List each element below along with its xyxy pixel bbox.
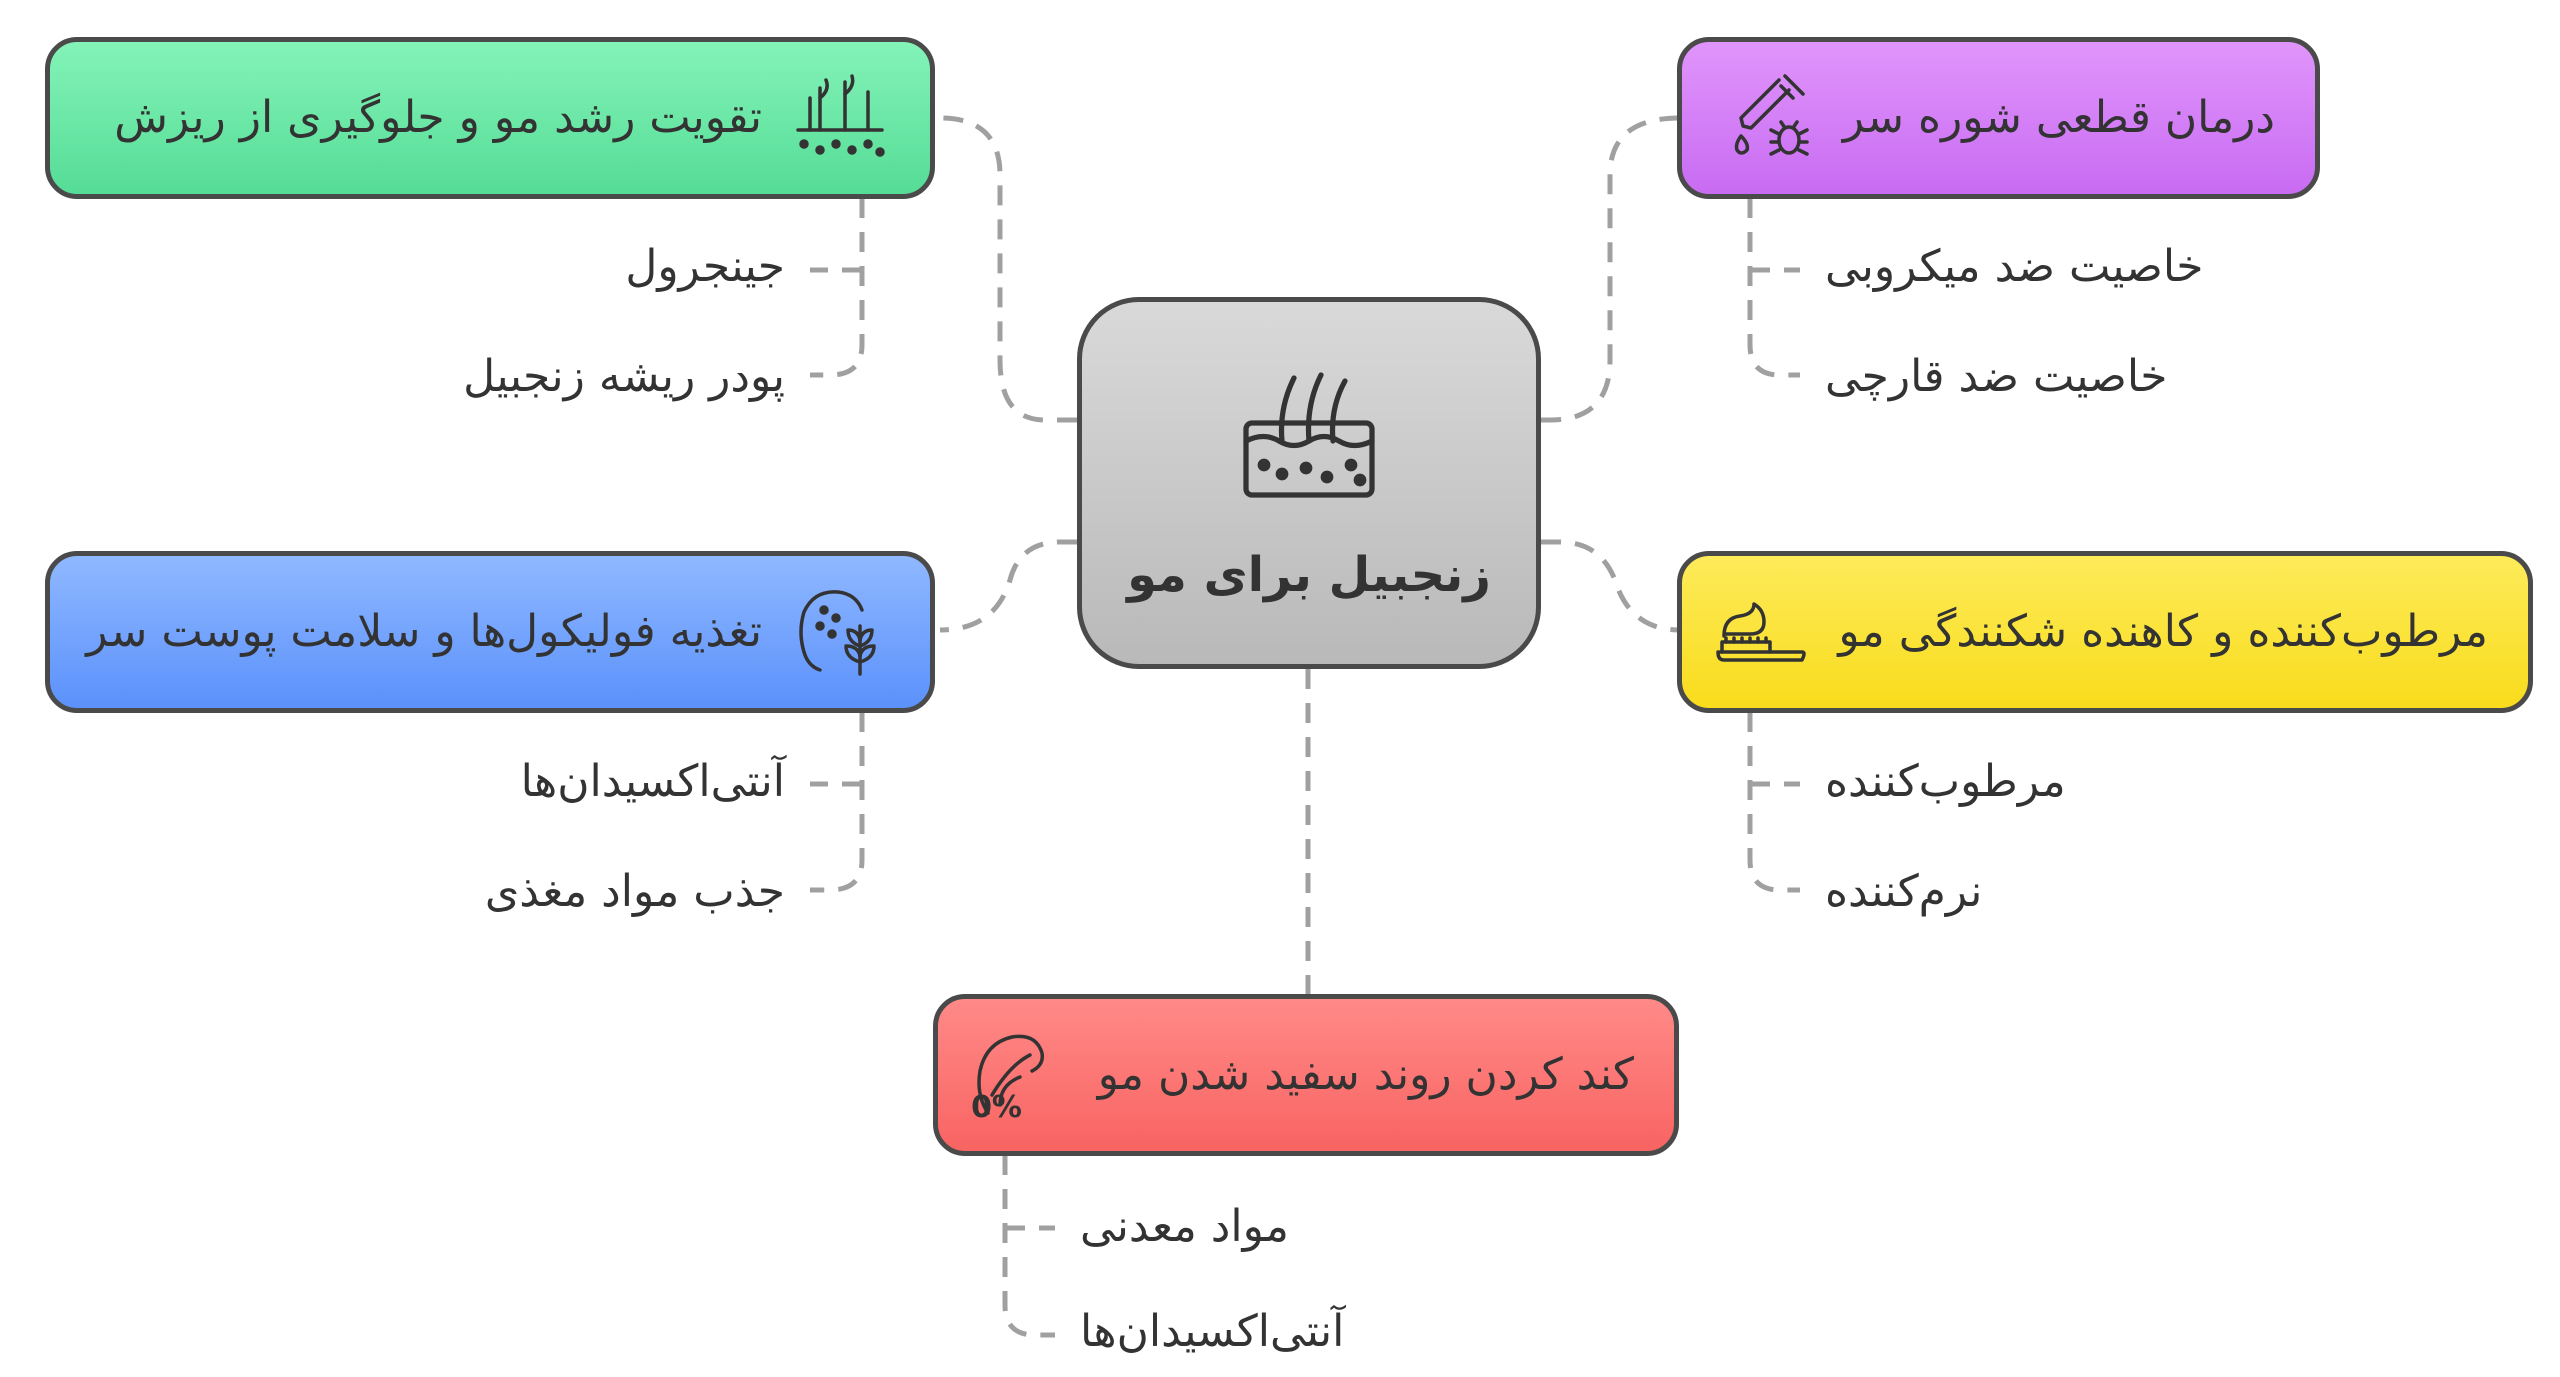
growth-child-2: پودر ریشه زنجبیل bbox=[463, 351, 785, 402]
branch-nutrition-label: تغذیه فولیکول‌ها و سلامت پوست سر bbox=[86, 606, 762, 657]
branch-growth: تقویت رشد مو و جلوگیری از ریزش bbox=[45, 37, 935, 199]
dandruff-child-1: خاصیت ضد میکروبی bbox=[1825, 241, 2204, 292]
branch-nutrition: تغذیه فولیکول‌ها و سلامت پوست سر bbox=[45, 551, 935, 713]
moisture-child-1: مرطوب‌کننده bbox=[1825, 756, 2066, 807]
hair-growth-icon bbox=[790, 68, 890, 168]
dropper-bug-icon bbox=[1715, 68, 1815, 168]
growth-child-1: جینجرول bbox=[625, 241, 785, 292]
nutrition-child-1: آنتی‌اکسیدان‌ها bbox=[520, 756, 785, 807]
branch-moisture-label: مرطوب‌کننده و کاهنده شکنندگی مو bbox=[1838, 606, 2488, 657]
graying-child-1: مواد معدنی bbox=[1080, 1201, 1289, 1252]
branch-growth-label: تقویت رشد مو و جلوگیری از ریزش bbox=[114, 92, 762, 143]
graying-child-2: آنتی‌اکسیدان‌ها bbox=[1080, 1306, 1345, 1357]
branch-graying: کند کردن روند سفید شدن مو 0% bbox=[933, 994, 1679, 1156]
moisture-child-2: نرم‌کننده bbox=[1825, 866, 1983, 917]
hair-comb-icon bbox=[1710, 582, 1810, 682]
branch-dandruff-label: درمان قطعی شوره سر bbox=[1842, 92, 2275, 143]
branch-moisture: مرطوب‌کننده و کاهنده شکنندگی مو bbox=[1677, 551, 2533, 713]
gray-hair-percent-icon: 0% bbox=[970, 1025, 1070, 1125]
center-label: زنجبیل برای مو bbox=[1127, 547, 1491, 603]
scalp-hair-icon bbox=[1234, 363, 1384, 517]
svg-text:0%: 0% bbox=[971, 1090, 1022, 1125]
center-node: زنجبیل برای مو bbox=[1077, 297, 1541, 669]
head-leaf-icon bbox=[790, 582, 890, 682]
nutrition-child-2: جذب مواد مغذی bbox=[484, 866, 785, 917]
branch-dandruff: درمان قطعی شوره سر bbox=[1677, 37, 2320, 199]
branch-graying-label: کند کردن روند سفید شدن مو bbox=[1097, 1049, 1634, 1100]
dandruff-child-2: خاصیت ضد قارچی bbox=[1825, 351, 2168, 402]
